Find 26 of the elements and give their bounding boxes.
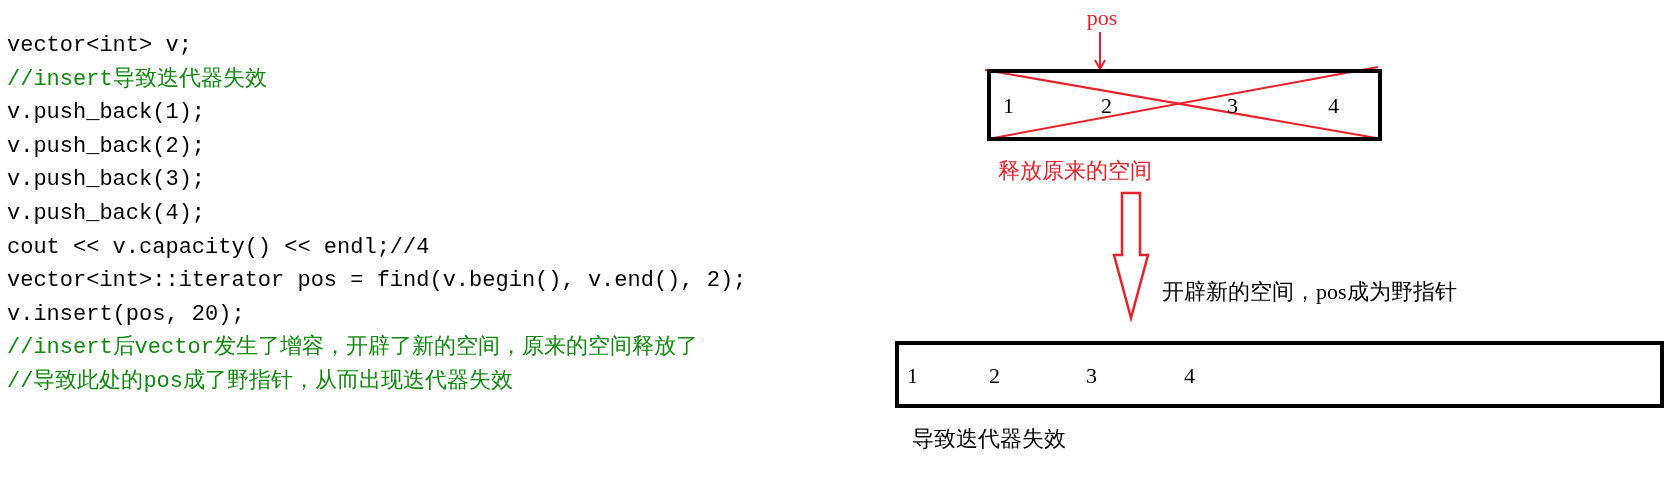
arrow xyxy=(1094,31,1106,70)
array-element: 2 xyxy=(989,363,1000,389)
array-box xyxy=(895,341,1664,408)
code-comment: //导致此处的pos成了野指针，从而出现迭代器失效 xyxy=(7,369,513,395)
array-element: 3 xyxy=(1086,363,1097,389)
node-label: 导致迭代器失效 xyxy=(912,426,1066,452)
array-element: 4 xyxy=(1328,93,1339,119)
array-element: 3 xyxy=(1227,93,1238,119)
code-line: v.push_back(2); xyxy=(7,133,206,160)
array-element: 1 xyxy=(1003,93,1014,119)
block-arrow xyxy=(1112,191,1150,323)
array-element: 4 xyxy=(1184,363,1195,389)
code-comment: //insert后vector发生了增容，开辟了新的空间，原来的空间释放了 xyxy=(7,335,698,362)
array-element: 1 xyxy=(907,363,918,389)
code-line: v.push_back(4); xyxy=(7,201,206,227)
code-line: v.push_back(1); xyxy=(7,100,206,127)
code-line: vector<int>::iterator pos = find(v.begin(), v.end(), 2); xyxy=(7,268,747,295)
code-line: vector<int> v; xyxy=(7,33,192,59)
pos-label: pos xyxy=(1080,4,1124,32)
array-element: 2 xyxy=(1101,93,1112,119)
code-comment: //insert导致迭代器失效 xyxy=(7,66,267,93)
edge-label: 开辟新的空间，pos成为野指针 xyxy=(1162,279,1457,305)
code-line: v.insert(pos, 20); xyxy=(7,301,245,328)
code-line: cout << v.capacity() << endl;//4 xyxy=(7,234,430,261)
code-line: v.push_back(3); xyxy=(7,167,206,194)
node-label: 释放原来的空间 xyxy=(998,158,1152,184)
